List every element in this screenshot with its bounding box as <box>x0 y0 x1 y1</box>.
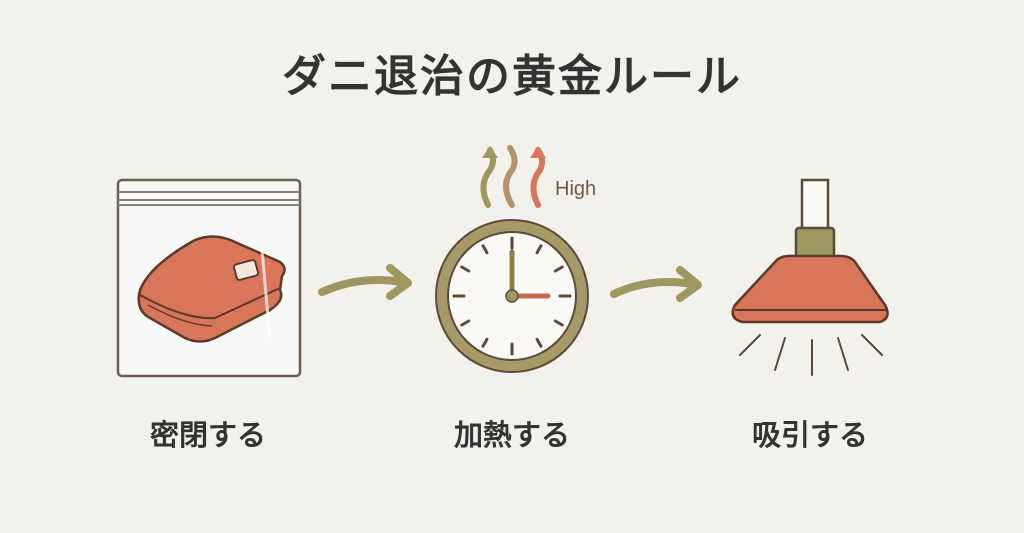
clock-tick <box>460 319 471 327</box>
sealed-bag-with-blanket-icon <box>116 178 302 378</box>
clock-with-heat-icon: High <box>435 145 596 373</box>
clock-tick <box>481 244 489 255</box>
clock-tick <box>535 337 543 348</box>
vacuum-nozzle-icon <box>731 178 889 376</box>
clock-tick <box>553 265 564 273</box>
clock-tick <box>553 319 564 327</box>
step-label-vacuum: 吸引する <box>751 418 868 452</box>
step-label-heat: 加熱する <box>453 418 570 452</box>
clock-tick <box>460 265 471 273</box>
clock-tick <box>481 337 489 348</box>
heat-wave-icon <box>480 147 496 208</box>
heat-level-text: High <box>555 178 596 200</box>
clock-tick <box>535 244 543 255</box>
arrow-right-icon <box>610 277 696 298</box>
page-title: ダニ退治の黄金ルール <box>282 51 742 102</box>
arrow-right-icon <box>318 275 406 296</box>
step-label-seal: 密閉する <box>149 418 266 452</box>
